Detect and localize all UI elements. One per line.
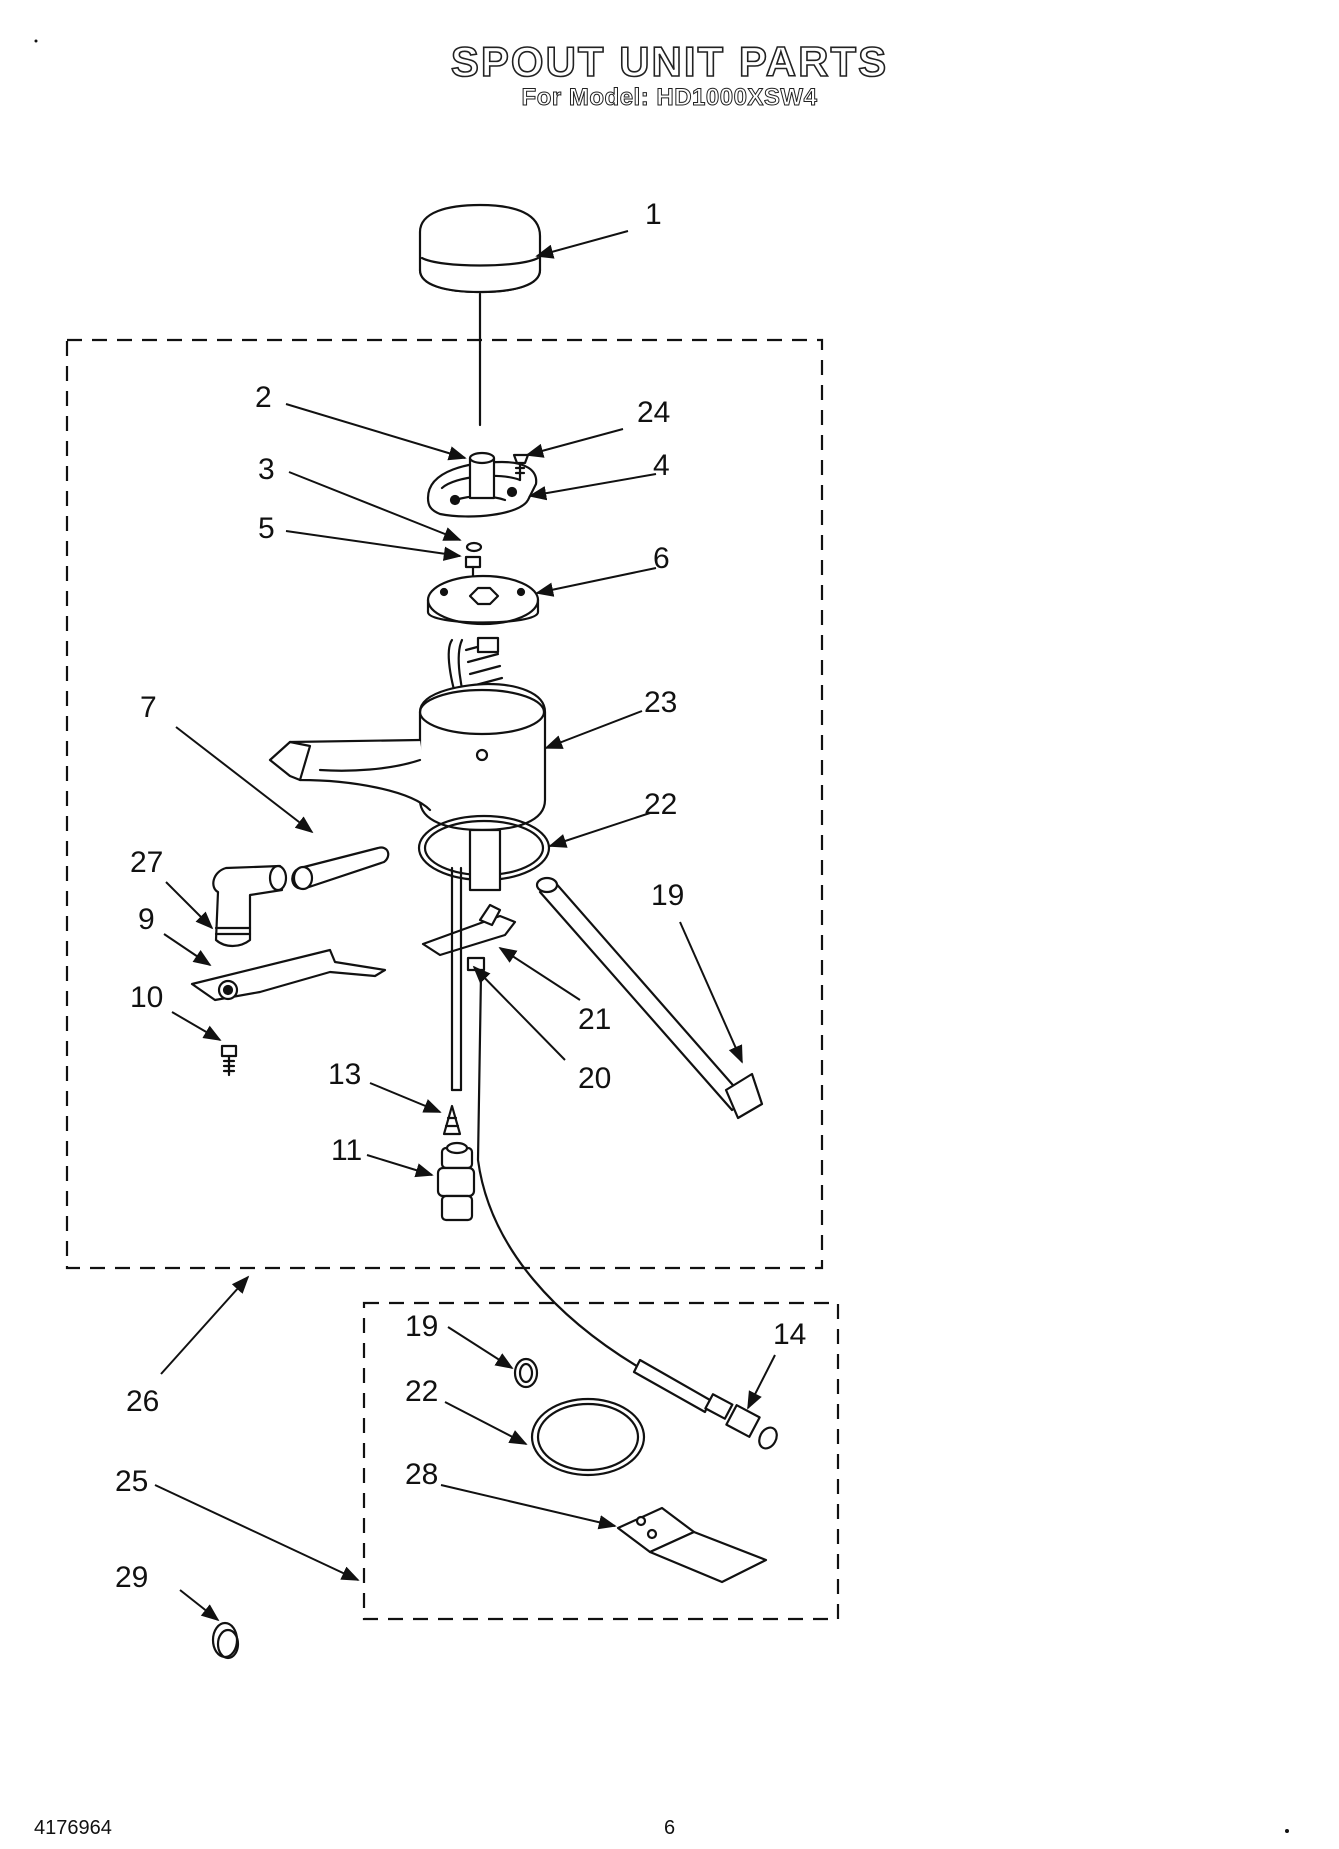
gasket-22-kit-part bbox=[530, 1397, 646, 1477]
page-number: 6 bbox=[664, 1817, 676, 1839]
elbow-fitting-27-part bbox=[212, 864, 288, 948]
leader-line bbox=[535, 230, 629, 259]
leader-line bbox=[444, 1401, 528, 1445]
o-ring-3-part bbox=[465, 541, 483, 553]
page-title: SPOUT UNIT PARTS bbox=[450, 37, 889, 86]
callout-19: 19 bbox=[651, 879, 685, 912]
callout-25: 25 bbox=[115, 1465, 149, 1498]
callout-2: 2 bbox=[255, 381, 272, 414]
label-tag-28-part bbox=[616, 1506, 768, 1584]
document-number: 4176964 bbox=[34, 1817, 112, 1839]
supply-connector-14-part bbox=[632, 1358, 778, 1450]
bracket-9-part bbox=[190, 948, 387, 1002]
leader-line bbox=[525, 428, 624, 458]
leader-line bbox=[285, 530, 462, 561]
latch-plate-21-part bbox=[421, 903, 517, 972]
leader-line bbox=[472, 965, 566, 1061]
hose-tube-7-part bbox=[291, 846, 390, 891]
callout-5: 5 bbox=[258, 512, 275, 545]
clamp-19-kit-part bbox=[513, 1357, 539, 1389]
leader-line bbox=[288, 471, 462, 541]
disc-plate-part bbox=[426, 574, 540, 626]
callout-9: 9 bbox=[138, 903, 155, 936]
leader-line bbox=[154, 1484, 360, 1581]
leader-line bbox=[175, 726, 314, 834]
leader-line bbox=[528, 473, 657, 501]
leader-line bbox=[498, 947, 581, 1001]
callout-22: 22 bbox=[644, 788, 678, 821]
callout-10: 10 bbox=[130, 981, 164, 1014]
screw-10-part bbox=[220, 1044, 238, 1077]
drain-pipe-19-part bbox=[535, 876, 764, 1120]
supply-tube-line bbox=[476, 973, 642, 1370]
knob-part bbox=[418, 203, 542, 294]
spout-body-part bbox=[268, 682, 547, 832]
callout-23: 23 bbox=[644, 686, 678, 719]
stray-dot bbox=[34, 39, 38, 43]
leader-line bbox=[179, 1589, 220, 1622]
callout-19-kit: 19 bbox=[405, 1310, 439, 1343]
callout-7: 7 bbox=[140, 691, 157, 724]
screw-24-part bbox=[512, 453, 530, 482]
callout-26: 26 bbox=[126, 1385, 160, 1418]
leader-line bbox=[548, 812, 651, 848]
valve-11-part bbox=[436, 1141, 476, 1222]
kit-boundary-box bbox=[362, 1301, 840, 1621]
leader-line bbox=[535, 567, 657, 597]
leader-line bbox=[366, 1154, 434, 1178]
callout-29: 29 bbox=[115, 1561, 149, 1594]
leader-line bbox=[369, 1082, 442, 1113]
strainer-13-part bbox=[442, 1104, 462, 1136]
callout-27: 27 bbox=[130, 846, 164, 879]
callout-11: 11 bbox=[331, 1134, 363, 1167]
callout-20: 20 bbox=[578, 1062, 612, 1095]
leader-lines bbox=[154, 230, 776, 1622]
stem-rod-part bbox=[450, 866, 463, 1092]
callout-28: 28 bbox=[405, 1458, 439, 1491]
leader-line bbox=[440, 1484, 617, 1530]
leader-line bbox=[747, 1354, 776, 1410]
callout-14: 14 bbox=[773, 1318, 807, 1351]
leader-line bbox=[171, 1011, 222, 1041]
assembly-boundary-box bbox=[65, 338, 824, 1270]
gasket-22-upper-part bbox=[417, 814, 551, 892]
clip-29-part bbox=[211, 1621, 240, 1660]
leader-line bbox=[447, 1326, 514, 1369]
leader-line bbox=[160, 1275, 250, 1375]
callout-6: 6 bbox=[653, 542, 670, 575]
leader-line bbox=[163, 933, 212, 967]
leader-line bbox=[544, 710, 643, 749]
callout-13: 13 bbox=[328, 1058, 362, 1091]
leader-line bbox=[165, 881, 214, 930]
callout-3: 3 bbox=[258, 453, 275, 486]
leader-line bbox=[679, 921, 743, 1064]
stray-dot bbox=[1285, 1829, 1289, 1833]
callout-1: 1 bbox=[645, 198, 662, 231]
leader-line bbox=[285, 403, 467, 461]
model-subtitle: For Model: HD1000XSW4 bbox=[521, 84, 818, 112]
callout-4: 4 bbox=[653, 449, 670, 482]
callout-22-kit: 22 bbox=[405, 1375, 439, 1408]
callout-21: 21 bbox=[578, 1003, 612, 1036]
callout-24: 24 bbox=[637, 396, 671, 429]
cam-bracket-part bbox=[426, 451, 538, 518]
